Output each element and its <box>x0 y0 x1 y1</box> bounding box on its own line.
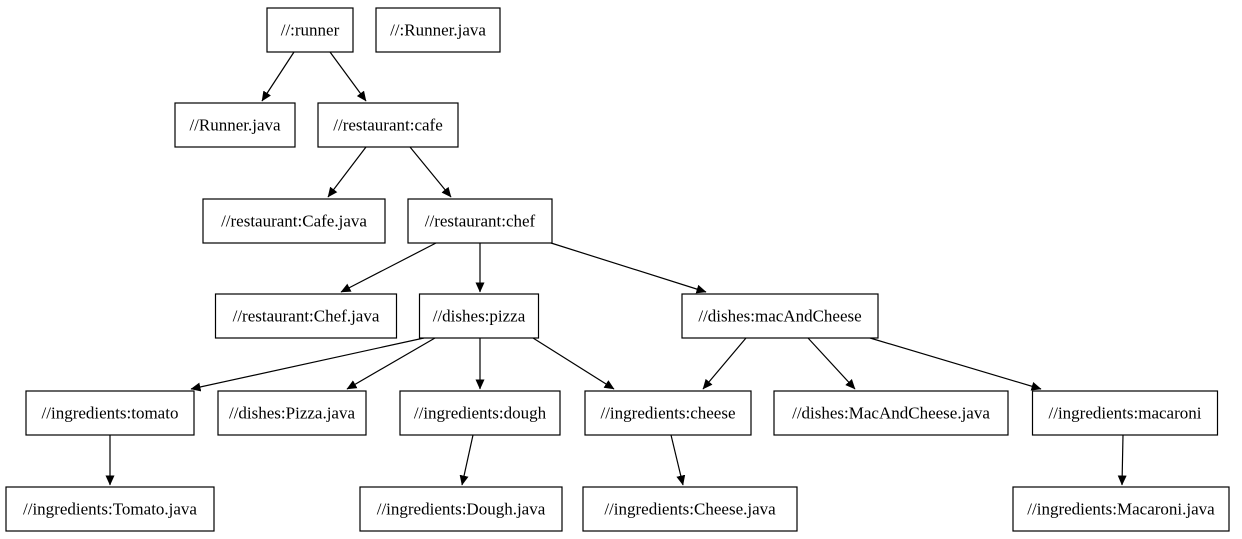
graph-node-cafe_java: //restaurant:Cafe.java <box>202 198 386 244</box>
graph-node-box-cheese <box>584 390 752 436</box>
graph-node-mac_and_cheese: //dishes:macAndCheese <box>681 293 879 339</box>
graph-node-box-cafe <box>317 102 459 148</box>
graph-node-label-dough_java: //ingredients:Dough.java <box>377 500 546 519</box>
edge-mac_and_cheese-to-cheese <box>702 337 747 390</box>
graph-node-box-cafe_java <box>202 198 386 244</box>
graph-node-box-tomato <box>25 390 195 436</box>
graph-node-box-macaroni <box>1031 390 1219 436</box>
graph-node-pizza_java: //dishes:Pizza.java <box>217 390 367 436</box>
graph-node-label-dough: //ingredients:dough <box>414 404 547 423</box>
edge-chef-to-mac_and_cheese <box>550 242 707 294</box>
graph-node-runner_java: //Runner.java <box>174 102 296 148</box>
graph-node-label-cafe_java: //restaurant:Cafe.java <box>221 212 367 231</box>
edge-cheese-to-cheese_java <box>670 434 686 486</box>
graph-node-runner: //:runner <box>266 7 354 53</box>
graph-node-box-pizza <box>418 293 540 339</box>
graph-node-box-mac_and_cheese_java <box>773 390 1009 436</box>
edge-runner-to-runner_java <box>261 51 295 102</box>
graph-node-cafe: //restaurant:cafe <box>317 102 459 148</box>
graph-node-label-pizza: //dishes:pizza <box>433 307 526 326</box>
graph-node-box-dough_java <box>359 486 563 532</box>
graph-node-box-pizza_java <box>217 390 367 436</box>
edge-dough-to-dough_java <box>459 434 474 486</box>
graph-node-tomato_java: //ingredients:Tomato.java <box>5 486 215 532</box>
graph-node-box-tomato_java <box>5 486 215 532</box>
graph-node-label-macaroni_java: //ingredients:Macaroni.java <box>1027 500 1215 519</box>
graph-node-label-tomato_java: //ingredients:Tomato.java <box>23 500 197 519</box>
graph-node-label-tomato: //ingredients:tomato <box>42 404 179 423</box>
edges-layer <box>105 51 1127 486</box>
graph-node-label-runner_java: //Runner.java <box>189 116 281 135</box>
edge-mac_and_cheese-to-mac_and_cheese_java <box>807 337 856 390</box>
graph-node-label-pizza_java: //dishes:Pizza.java <box>229 404 356 423</box>
edge-chef-to-chef_java <box>340 242 437 293</box>
graph-node-box-chef <box>407 198 553 244</box>
graph-node-label-cafe: //restaurant:cafe <box>333 116 443 135</box>
graph-node-dough_java: //ingredients:Dough.java <box>359 486 563 532</box>
graph-node-box-dough <box>399 390 561 436</box>
graph-node-label-runner: //:runner <box>281 21 340 40</box>
edge-pizza-to-cheese <box>532 337 615 390</box>
edge-pizza-to-pizza_java <box>346 337 436 390</box>
graph-node-chef: //restaurant:chef <box>407 198 553 244</box>
graph-node-runner_java_top: //:Runner.java <box>375 7 501 53</box>
graph-node-tomato: //ingredients:tomato <box>25 390 195 436</box>
edge-pizza-to-tomato <box>190 337 425 392</box>
graph-node-box-mac_and_cheese <box>681 293 879 339</box>
graph-node-chef_java: //restaurant:Chef.java <box>214 293 398 339</box>
graph-node-label-runner_java_top: //:Runner.java <box>390 21 486 40</box>
graph-node-macaroni: //ingredients:macaroni <box>1031 390 1219 436</box>
graph-node-pizza: //dishes:pizza <box>418 293 540 339</box>
edge-macaroni-to-macaroni_java <box>1117 434 1127 486</box>
graph-node-label-mac_and_cheese: //dishes:macAndCheese <box>698 307 861 326</box>
graph-node-label-cheese_java: //ingredients:Cheese.java <box>604 500 776 519</box>
graph-node-macaroni_java: //ingredients:Macaroni.java <box>1012 486 1230 532</box>
graph-node-cheese_java: //ingredients:Cheese.java <box>582 486 798 532</box>
edge-cafe-to-chef <box>409 146 452 198</box>
graph-node-cheese: //ingredients:cheese <box>584 390 752 436</box>
graph-node-label-macaroni: //ingredients:macaroni <box>1049 404 1202 423</box>
edge-cafe-to-cafe_java <box>327 146 367 198</box>
graph-node-box-chef_java <box>214 293 398 339</box>
graph-node-label-mac_and_cheese_java: //dishes:MacAndCheese.java <box>792 404 990 423</box>
graph-node-dough: //ingredients:dough <box>399 390 561 436</box>
nodes-layer: //:runner //:Runner.java //Runner.java //re… <box>5 7 1230 532</box>
graph-node-mac_and_cheese_java: //dishes:MacAndCheese.java <box>773 390 1009 436</box>
graph-node-label-chef_java: //restaurant:Chef.java <box>233 307 380 326</box>
graph-node-label-chef: //restaurant:chef <box>425 212 536 231</box>
graph-node-box-runner <box>266 7 354 53</box>
edge-runner-to-cafe <box>329 51 367 102</box>
graph-node-box-cheese_java <box>582 486 798 532</box>
graph-node-box-runner_java <box>174 102 296 148</box>
graph-node-box-macaroni_java <box>1012 486 1230 532</box>
edge-mac_and_cheese-to-macaroni <box>869 337 1042 391</box>
graph-node-label-cheese: //ingredients:cheese <box>600 404 735 423</box>
graph-node-box-runner_java_top <box>375 7 501 53</box>
